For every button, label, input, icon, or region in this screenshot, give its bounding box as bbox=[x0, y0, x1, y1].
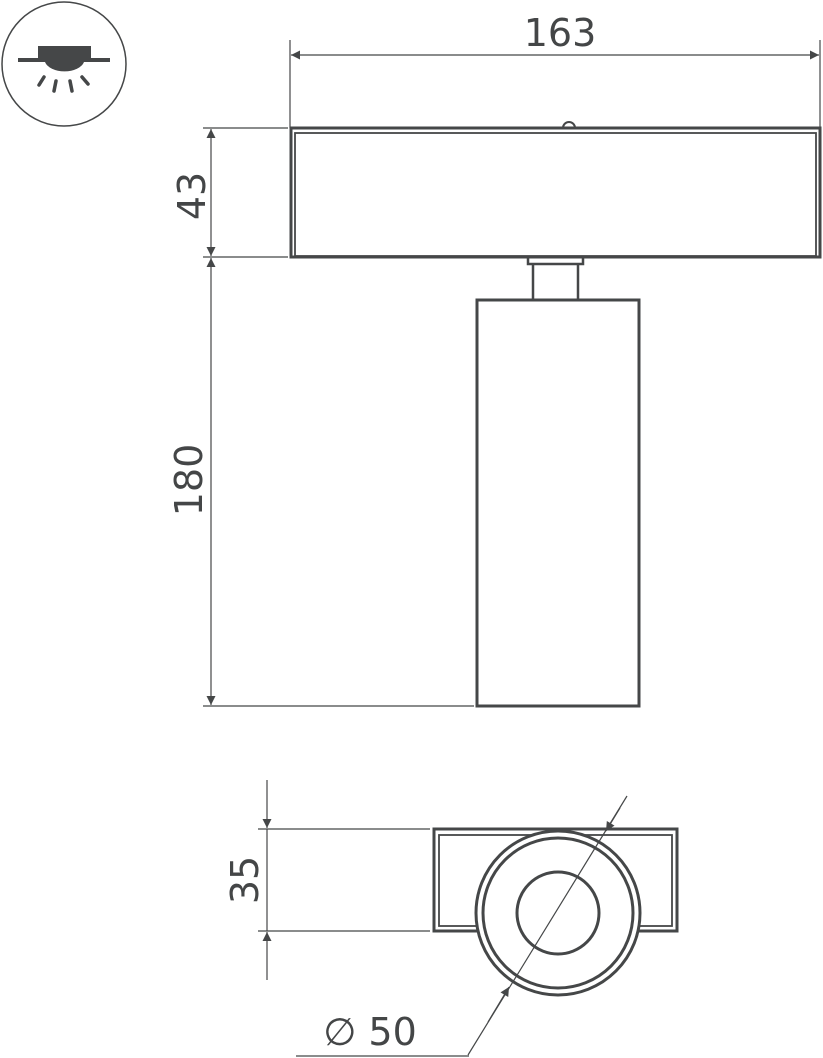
body-height-label: 180 bbox=[167, 444, 211, 517]
connector-neck bbox=[526, 258, 585, 300]
lamp-body bbox=[475, 298, 641, 708]
width-dimension bbox=[289, 40, 821, 128]
bottom-height-dimension bbox=[258, 780, 430, 980]
head-height-label: 43 bbox=[170, 172, 214, 220]
bottom-view bbox=[432, 827, 679, 997]
bottom-height-label: 35 bbox=[223, 856, 267, 904]
diameter-label: ∅ 50 bbox=[323, 1010, 417, 1054]
width-label: 163 bbox=[524, 11, 597, 55]
body-height-dimension bbox=[203, 258, 474, 707]
head-height-dimension bbox=[203, 127, 288, 258]
ceiling-downlight-icon bbox=[1, 1, 127, 127]
diameter-dimension bbox=[296, 795, 628, 1057]
track-adapter-head bbox=[289, 121, 822, 259]
